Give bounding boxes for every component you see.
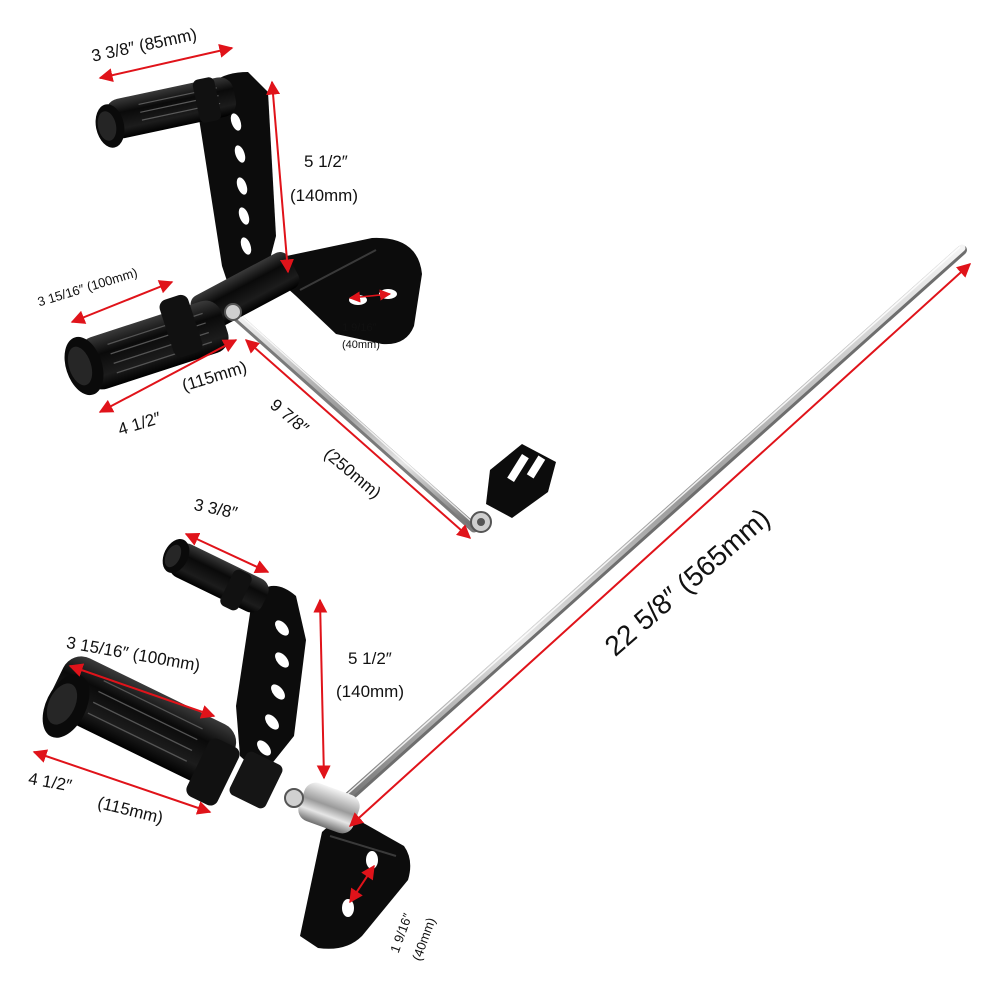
top-lever-arm (198, 72, 276, 296)
top-upper-footpeg (95, 77, 237, 148)
bottom-arm-height-arrow (313, 598, 331, 780)
bottom-peg-length-arrow (68, 663, 216, 719)
bottom-arm-height-mm-label: (140mm) (336, 682, 405, 701)
bottom-peg-width-arrow (184, 532, 270, 574)
bottom-rod-length-arrow (348, 263, 972, 827)
top-arm-height-in-label: 5 1/2″ (304, 152, 348, 171)
bottom-pivot-bushing (284, 782, 360, 834)
bottom-hole-spacing-arrow (349, 864, 375, 904)
top-peg-length-arrow (70, 280, 174, 324)
top-arm-height-mm-label: (140mm) (290, 186, 359, 205)
top-rod-end-clevis (470, 444, 556, 533)
bottom-lever-arm (236, 585, 306, 776)
top-rod-length-arrow (244, 339, 472, 539)
top-peg-reach-arrow (98, 339, 238, 413)
dimension-arrows (32, 43, 972, 904)
bottom-arm-height-in-label: 5 1/2″ (348, 649, 392, 668)
top-forward-control-kit (64, 72, 556, 533)
bottom-shift-rod (327, 244, 967, 817)
top-peg-width-arrow (98, 43, 234, 83)
bottom-peg-reach-arrow (32, 749, 212, 815)
top-arm-height-arrow (266, 80, 294, 274)
top-hole-spacing-in-label: 1 9/16″ (342, 322, 377, 334)
top-hole-spacing-mm-label: (40mm) (342, 339, 380, 351)
